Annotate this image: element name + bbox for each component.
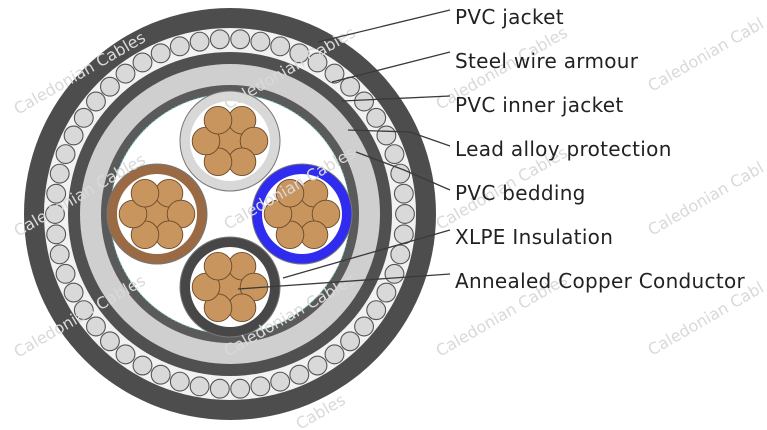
label-pvc-inner-jacket: PVC inner jacket (455, 93, 623, 117)
armour-wire (384, 144, 405, 165)
core-brown (106, 163, 208, 265)
armour-wire (289, 364, 310, 385)
armour-wire (250, 31, 271, 52)
armour-wire (73, 107, 94, 128)
armour-wire (132, 52, 153, 73)
armour-wire (340, 331, 361, 352)
armour-wire (307, 355, 328, 376)
core-black (179, 236, 281, 338)
armour-wire (376, 282, 397, 303)
armour-wire (230, 378, 251, 399)
armour-wire (366, 300, 387, 321)
copper-strand (275, 178, 305, 208)
armour-wire (324, 344, 345, 365)
cores (106, 90, 353, 338)
armour-wire (169, 36, 190, 57)
core-grey (179, 90, 281, 192)
copper-strand (203, 105, 233, 135)
armour-wire (189, 376, 210, 397)
armour-wire (209, 29, 230, 50)
armour-wire (390, 163, 411, 184)
armour-wire (150, 43, 171, 64)
copper-strand (154, 220, 184, 250)
armour-wire (393, 183, 414, 204)
armour-wire (189, 31, 210, 52)
label-annealed-copper-conductor: Annealed Copper Conductor (455, 269, 746, 293)
armour-wire (390, 244, 411, 265)
leader-pvc-inner-jacket (341, 95, 451, 102)
watermark-text: Caledonian Cabl (645, 14, 767, 96)
armour-wire (46, 183, 67, 204)
copper-strand (227, 293, 257, 323)
label-xlpe-insulation: XLPE Insulation (455, 225, 613, 249)
leader-steel-wire-armour (331, 51, 451, 83)
armour-wire (354, 91, 375, 112)
armour-wire (73, 300, 94, 321)
copper-strand (130, 178, 160, 208)
armour-wire (115, 63, 136, 84)
armour-wire (340, 76, 361, 97)
armour-wire (63, 125, 84, 146)
copper-strand (299, 220, 329, 250)
leader-xlpe-insulation (282, 229, 451, 279)
armour-wire (49, 244, 70, 265)
armour-wire (354, 316, 375, 337)
labels: PVC jacket Steel wire armour PVC inner j… (455, 5, 746, 293)
label-pvc-jacket: PVC jacket (455, 5, 564, 29)
armour-wire (209, 378, 230, 399)
armour-wire (99, 331, 120, 352)
armour-wire (307, 52, 328, 73)
armour-wire (115, 344, 136, 365)
armour-wire (169, 371, 190, 392)
armour-wire (250, 376, 271, 397)
armour-wire (395, 204, 415, 224)
armour-wire (55, 144, 76, 165)
leader-lines (237, 9, 451, 290)
label-lead-alloy-protection: Lead alloy protection (455, 137, 672, 161)
leader-lead-alloy-protection (347, 129, 451, 147)
watermark-text: Caledonian Cabl (645, 158, 767, 240)
armour-wire (49, 163, 70, 184)
armour-wire (230, 29, 251, 50)
armour-wire (45, 204, 65, 224)
armour-wire (376, 125, 397, 146)
armour-wire (324, 63, 345, 84)
armour-wire (132, 355, 153, 376)
core-blue (251, 163, 353, 265)
leader-pvc-jacket (317, 9, 451, 43)
leader-pvc-bedding (355, 151, 451, 191)
armour-wire (150, 364, 171, 385)
armour-wire (63, 282, 84, 303)
leader-annealed-copper-conductor (237, 273, 451, 290)
armour-wire (85, 316, 106, 337)
armour-wire (99, 76, 120, 97)
armour-wire (366, 107, 387, 128)
steel-wire-armour (45, 29, 415, 399)
label-steel-wire-armour: Steel wire armour (455, 49, 639, 73)
armour-wire (270, 36, 291, 57)
cable-drawing (24, 8, 436, 420)
armour-wire (270, 371, 291, 392)
label-pvc-bedding: PVC bedding (455, 181, 586, 205)
armour-wire (384, 263, 405, 284)
armour-wire (289, 43, 310, 64)
copper-strand (203, 251, 233, 281)
copper-strand (227, 147, 257, 177)
armour-wire (55, 263, 76, 284)
armour-wire (85, 91, 106, 112)
armour-wire (46, 224, 67, 245)
